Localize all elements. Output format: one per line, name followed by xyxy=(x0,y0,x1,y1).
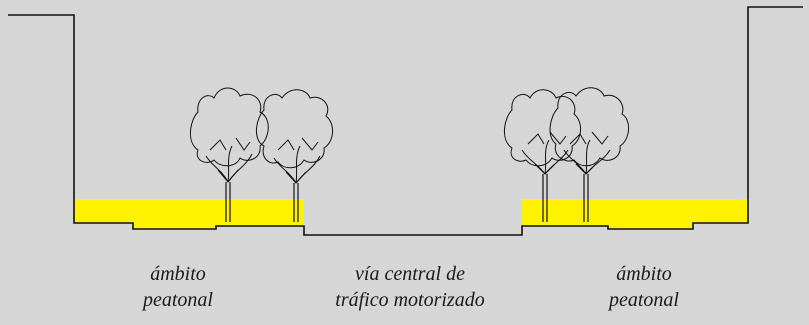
center-zone-label-line2: tráfico motorizado xyxy=(335,289,485,311)
tree-left-a-icon xyxy=(190,87,269,183)
right-zone-label-line1: ámbito xyxy=(616,263,672,285)
street-profile-line xyxy=(8,6,803,236)
tree-right-a-icon xyxy=(504,89,581,175)
tree-right-b-icon xyxy=(549,87,629,175)
center-zone-label-line1: vía central de xyxy=(355,263,465,285)
left-zone-label-line2: peatonal xyxy=(143,289,213,311)
left-zone-label: ámbito peatonal xyxy=(118,261,238,313)
left-zone-label-line1: ámbito xyxy=(150,263,206,285)
right-sidewalk-fill xyxy=(522,199,748,229)
tree-left-b-icon xyxy=(256,89,333,184)
center-zone-label: vía central de tráfico motorizado xyxy=(310,261,510,313)
right-zone-label-line2: peatonal xyxy=(609,289,679,311)
right-zone-label: ámbito peatonal xyxy=(584,261,704,313)
left-sidewalk-fill xyxy=(74,199,304,229)
tree-trunks xyxy=(225,174,589,222)
